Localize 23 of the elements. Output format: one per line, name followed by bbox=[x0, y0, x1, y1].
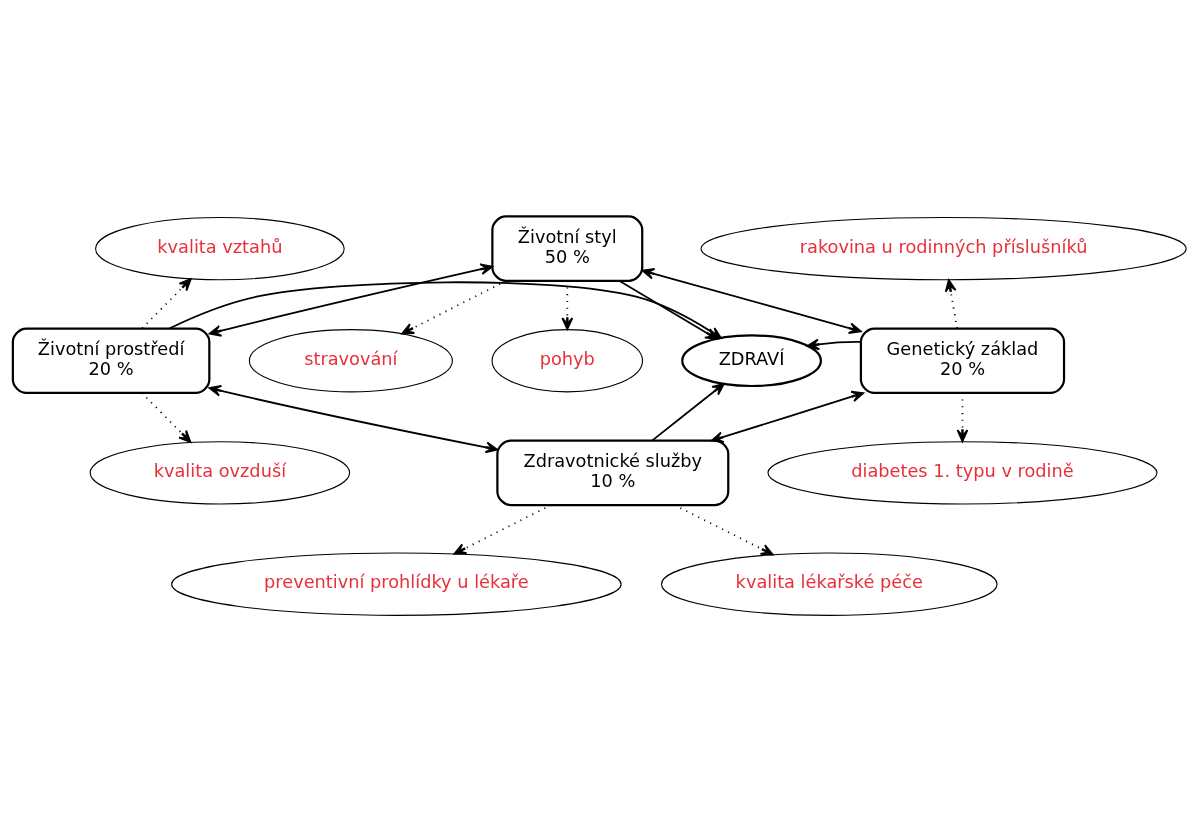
arrow bbox=[208, 263, 493, 337]
node-ellipse: stravování bbox=[248, 329, 453, 393]
node-ellipse: kvalita vztahů bbox=[95, 216, 345, 281]
arrow bbox=[806, 338, 862, 351]
node-ellipse: pohyb bbox=[491, 329, 644, 393]
arrow bbox=[208, 384, 499, 454]
arrow bbox=[453, 504, 552, 555]
node-ellipse: kvalita lékařské péče bbox=[660, 552, 998, 616]
node-ellipse: preventivní prohlídky u lékaře bbox=[171, 552, 622, 616]
node-box: Životní prostředí 20 % bbox=[11, 327, 211, 395]
arrow bbox=[944, 279, 958, 330]
node-ellipse: kvalita ovzduší bbox=[89, 441, 351, 505]
arrow bbox=[710, 390, 865, 443]
arrow bbox=[141, 392, 192, 443]
node-box: Životní styl 50 % bbox=[491, 215, 644, 282]
node-box: Zdravotnické služby 10 % bbox=[496, 439, 730, 507]
node-box: Genetický základ 20 % bbox=[859, 327, 1066, 395]
arrow bbox=[673, 504, 774, 556]
arrow bbox=[651, 382, 725, 442]
node-ellipse: diabetes 1. typu v rodině bbox=[767, 441, 1158, 505]
arrow bbox=[641, 267, 862, 335]
arrow bbox=[141, 278, 192, 330]
node-ellipse: rakovina u rodinných příslušníků bbox=[700, 216, 1187, 281]
